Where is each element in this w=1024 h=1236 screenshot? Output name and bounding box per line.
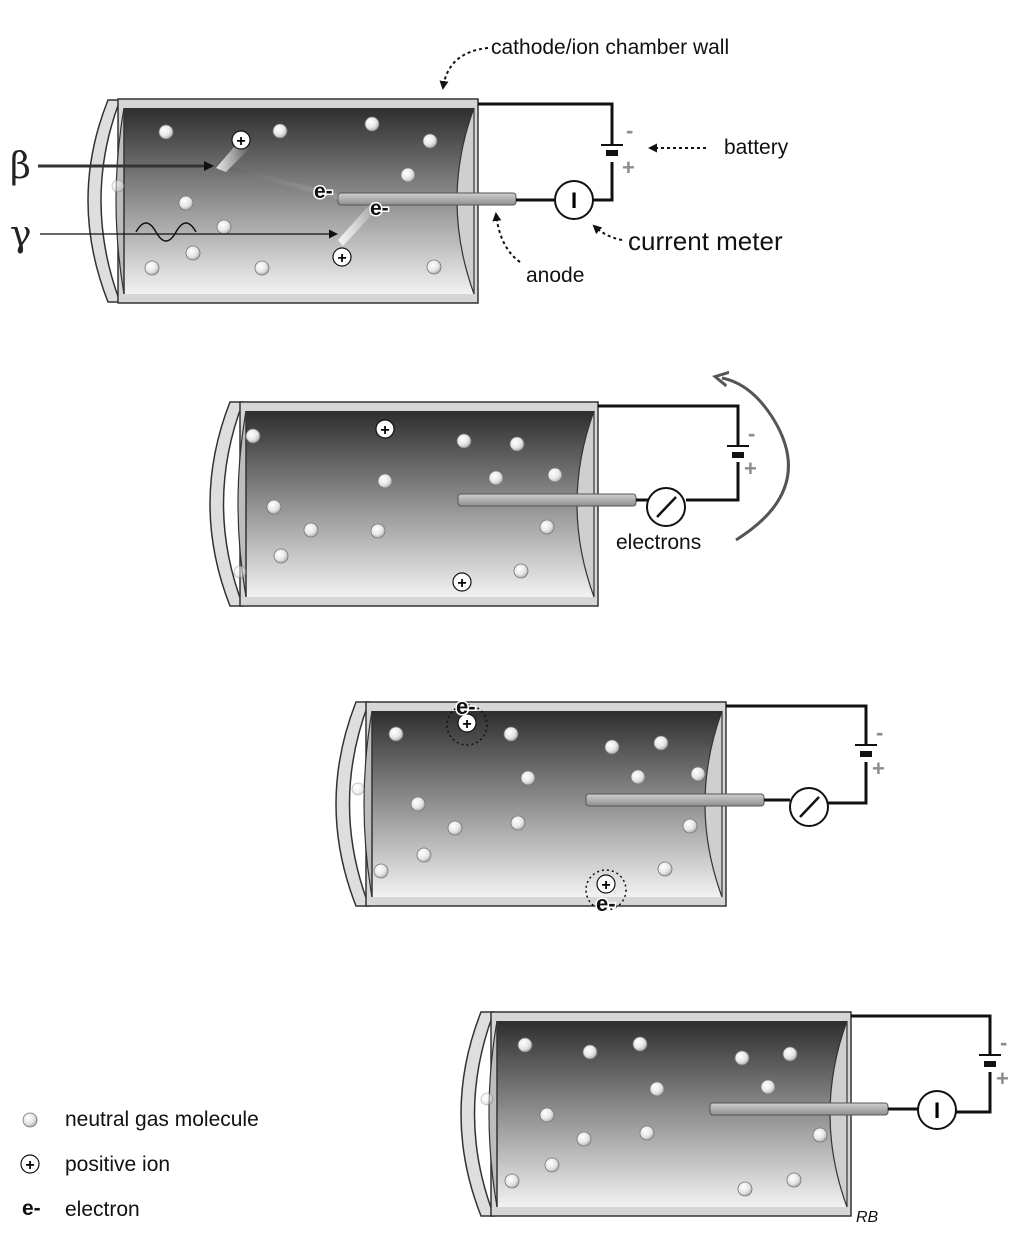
battery-3-plus: +: [872, 756, 885, 781]
battery-4-minus: -: [1000, 1030, 1007, 1055]
battery-2-plus: +: [744, 456, 757, 481]
legend-item-electron: e- electron: [22, 1197, 140, 1221]
electron-label: e-: [314, 180, 333, 203]
chamber-4-molecules: [480, 1036, 828, 1197]
svg-text:e-: e-: [456, 694, 476, 719]
recombining-pair: + e-: [446, 693, 488, 746]
electron-icon: e-: [22, 1197, 41, 1220]
anode-3: [585, 793, 765, 807]
anode-label: anode: [526, 264, 584, 287]
artist-signature: RB: [856, 1209, 879, 1226]
chamber-1-left-cap: [87, 99, 122, 303]
battery-1-minus: -: [626, 118, 633, 143]
legend-item-ion: + positive ion: [20, 1153, 170, 1176]
electrons-label: electrons: [616, 531, 701, 554]
positive-ion: +: [452, 572, 472, 592]
current-meter-1: I: [554, 180, 594, 220]
svg-text:+: +: [462, 716, 471, 733]
svg-text:+: +: [601, 877, 610, 894]
anode-1: [337, 192, 517, 206]
svg-text:I: I: [571, 188, 577, 213]
battery-4-plus: +: [996, 1066, 1009, 1091]
svg-text:+: +: [337, 250, 346, 267]
beta-symbol: β: [10, 146, 31, 187]
gamma-wave: [135, 222, 197, 242]
current-meter-3: [789, 787, 829, 827]
anode-4: [709, 1102, 889, 1116]
svg-text:+: +: [457, 575, 466, 592]
panel-2-collection: + + - + electrons: [209, 378, 790, 607]
neutral-molecule-icon: [22, 1112, 38, 1128]
electron-label: e-: [370, 197, 389, 220]
current-meter-label: current meter: [628, 226, 783, 256]
chamber-3-molecules: [351, 726, 706, 879]
electron-flow-arrow: [722, 378, 790, 542]
svg-text:+: +: [380, 422, 389, 439]
legend-label: neutral gas molecule: [65, 1108, 259, 1131]
panel-4-neutral: - + I RB: [460, 1011, 1009, 1226]
recombining-pair: + e-: [585, 869, 627, 918]
positive-ion: +: [231, 130, 251, 150]
svg-text:e-: e-: [596, 891, 616, 916]
gamma-symbol: γ: [10, 214, 32, 255]
battery-1-short-plate: [606, 150, 618, 156]
legend-label: positive ion: [65, 1153, 170, 1176]
chamber-2-molecules: [233, 428, 563, 579]
anode-2: [457, 493, 637, 507]
cathode-wall-label: cathode/ion chamber wall: [491, 36, 729, 59]
positive-ion: +: [375, 419, 395, 439]
legend-label: electron: [65, 1198, 140, 1221]
battery-2-minus: -: [748, 421, 755, 446]
current-meter-4: I: [917, 1090, 957, 1130]
svg-text:I: I: [934, 1098, 940, 1123]
svg-text:+: +: [236, 133, 245, 150]
current-meter-2: [646, 487, 686, 527]
positive-ion-icon: +: [20, 1154, 40, 1174]
battery-3-minus: -: [876, 720, 883, 745]
legend-item-neutral: neutral gas molecule: [22, 1108, 259, 1131]
positive-ion: +: [332, 247, 352, 267]
battery-label: battery: [724, 136, 789, 159]
svg-text:+: +: [25, 1157, 34, 1174]
chamber-1-molecules: [111, 116, 442, 276]
battery-1-plus: +: [622, 155, 635, 180]
legend: neutral gas molecule + positive ion e- e…: [20, 1108, 259, 1221]
panel-3-recombination: + e- + e- - +: [335, 693, 885, 918]
panel-1-ionization: β γ + + e- e- - + I cathode/ion chamber …: [10, 36, 789, 304]
